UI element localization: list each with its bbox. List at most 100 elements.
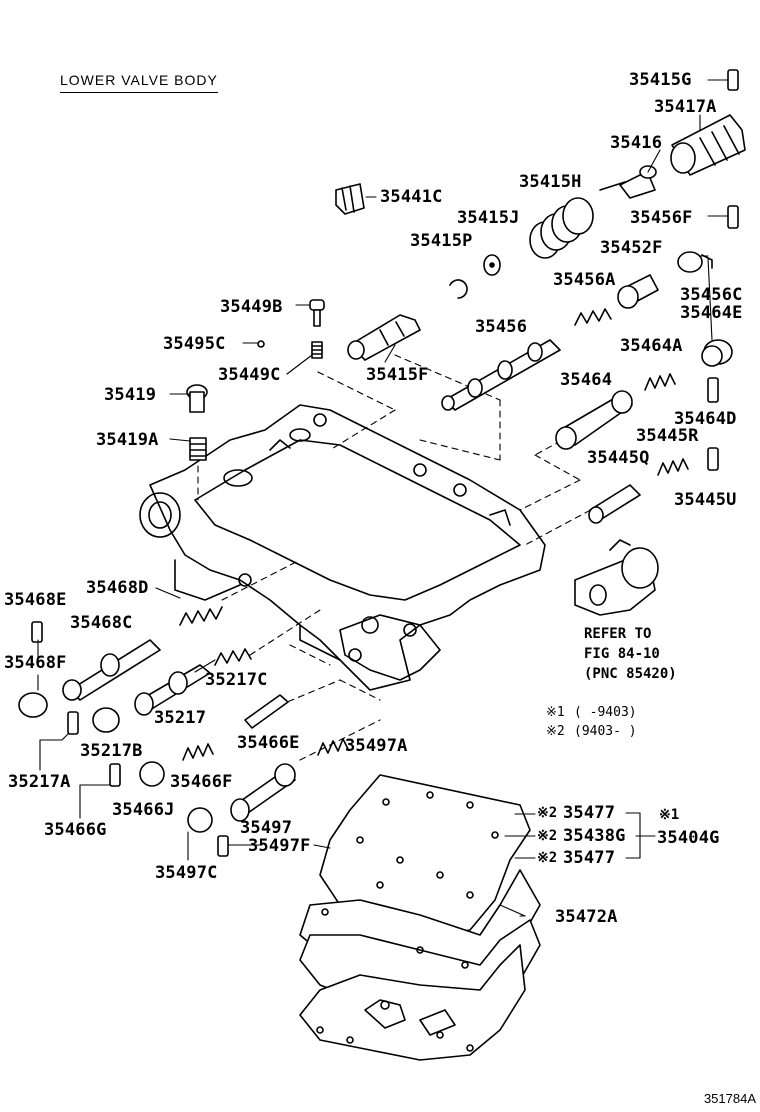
solenoid-illustration: [574, 539, 659, 616]
part-35452F-plug: [617, 274, 659, 309]
label-35415P: 35415P: [410, 231, 473, 251]
part-35416-plug: [599, 165, 657, 199]
part-35456-valve: [441, 339, 561, 411]
label-35217A: 35217A: [8, 772, 71, 792]
label-35445R: 35445R: [636, 426, 699, 446]
part-35449B-bolt: [309, 299, 325, 327]
label-35466G: 35466G: [44, 820, 107, 840]
legend-1-mark: ※1: [546, 705, 565, 720]
label-35497F: 35497F: [248, 836, 311, 856]
part-35415F-valve: [347, 314, 421, 361]
label-35419A: 35419A: [96, 430, 159, 450]
part-35497-valve: [230, 763, 296, 822]
part-35415G-pin: [727, 69, 739, 91]
label-35452F: 35452F: [600, 238, 663, 258]
label-35477-top: 35477: [563, 803, 616, 823]
leader-lines: [37, 79, 729, 917]
legend-2-range: (9403- ): [574, 724, 637, 739]
part-35417A-sleeve: [670, 114, 746, 176]
label-35419: 35419: [104, 385, 157, 405]
part-35497C-plug: [187, 807, 213, 833]
part-35464-valve: [555, 390, 633, 450]
part-35456F-pin: [727, 205, 739, 229]
label-35464A: 35464A: [620, 336, 683, 356]
label-35449C: 35449C: [218, 365, 281, 385]
label-35404G: 35404G: [657, 828, 720, 848]
part-35445R-spring: [657, 458, 689, 476]
part-35466J-plug: [139, 761, 165, 787]
label-35464D: 35464D: [674, 409, 737, 429]
part-35497F-pin: [217, 835, 229, 857]
refer-line-3: (PNC 85420): [584, 666, 677, 682]
label-35217C: 35217C: [205, 670, 268, 690]
label-35466F: 35466F: [170, 772, 233, 792]
label-35456: 35456: [475, 317, 528, 337]
label-35468F: 35468F: [4, 653, 67, 673]
label-35416: 35416: [610, 133, 663, 153]
label-35468D: 35468D: [86, 578, 149, 598]
label-35415J: 35415J: [457, 208, 520, 228]
part-35445Q-valve: [588, 484, 641, 524]
assembly-axis-lines: [197, 354, 601, 761]
note-mark-2a: ※2: [537, 805, 558, 821]
part-35217-valve: [134, 664, 211, 716]
part-35464D-pin: [707, 377, 719, 403]
part-35466G-pin: [109, 763, 121, 787]
label-35468C: 35468C: [70, 613, 133, 633]
label-35495C: 35495C: [163, 334, 226, 354]
part-35415J-washer: [483, 254, 501, 276]
label-35217: 35217: [154, 708, 207, 728]
valve-body-housing: [139, 404, 546, 691]
label-35415H: 35415H: [519, 172, 582, 192]
part-35466E-valve: [244, 694, 289, 729]
label-35466E: 35466E: [237, 733, 300, 753]
label-35497A: 35497A: [345, 736, 408, 756]
label-35217B: 35217B: [80, 741, 143, 761]
label-35456C: 35456C: [680, 285, 743, 305]
part-35464A-spring: [644, 373, 676, 391]
label-35456A: 35456A: [553, 270, 616, 290]
part-35466F-spring: [182, 743, 214, 761]
label-35441C: 35441C: [380, 187, 443, 207]
note-mark-2b: ※2: [537, 828, 558, 844]
label-35477-bottom: 35477: [563, 848, 616, 868]
part-35419A-spring: [189, 437, 207, 461]
legend-2-mark: ※2: [546, 724, 565, 739]
label-35415F: 35415F: [366, 365, 429, 385]
label-35497: 35497: [240, 818, 293, 838]
label-35464E: 35464E: [680, 303, 743, 323]
note-mark-1: ※1: [659, 807, 680, 823]
part-35497A-spring: [317, 738, 349, 756]
figure-id: 351784A: [703, 1091, 756, 1106]
part-35456C-plug: [677, 251, 713, 273]
label-35497C: 35497C: [155, 863, 218, 883]
part-35217A-pin: [67, 711, 79, 735]
label-35464: 35464: [560, 370, 613, 390]
diagram-title: LOWER VALVE BODY: [60, 72, 218, 93]
part-35468F-plug: [18, 692, 48, 718]
part-35217B-plug: [92, 707, 120, 733]
part-35495C-ball: [257, 340, 265, 348]
label-35466J: 35466J: [112, 800, 175, 820]
part-35217C-spring: [214, 648, 252, 666]
label-35456F: 35456F: [630, 208, 693, 228]
part-35468E-pin: [31, 621, 43, 643]
legend-1-range: ( -9403): [574, 705, 637, 720]
part-35415H-spring: [529, 197, 594, 259]
part-35415P-clip: [449, 279, 468, 299]
plate-gasket-stack: [299, 774, 541, 1061]
part-35419-plug: [186, 384, 208, 413]
label-35415G: 35415G: [629, 70, 692, 90]
part-35445U-pin: [707, 447, 719, 471]
label-35468E: 35468E: [4, 590, 67, 610]
refer-line-2: FIG 84-10: [584, 646, 660, 662]
part-35449C-spring: [311, 341, 323, 359]
label-35438G: 35438G: [563, 826, 626, 846]
label-35445Q: 35445Q: [587, 448, 650, 468]
label-35449B: 35449B: [220, 297, 283, 317]
label-35445U: 35445U: [674, 490, 737, 510]
label-35417A: 35417A: [654, 97, 717, 117]
note-mark-2c: ※2: [537, 850, 558, 866]
part-35456A-spring: [574, 308, 612, 326]
